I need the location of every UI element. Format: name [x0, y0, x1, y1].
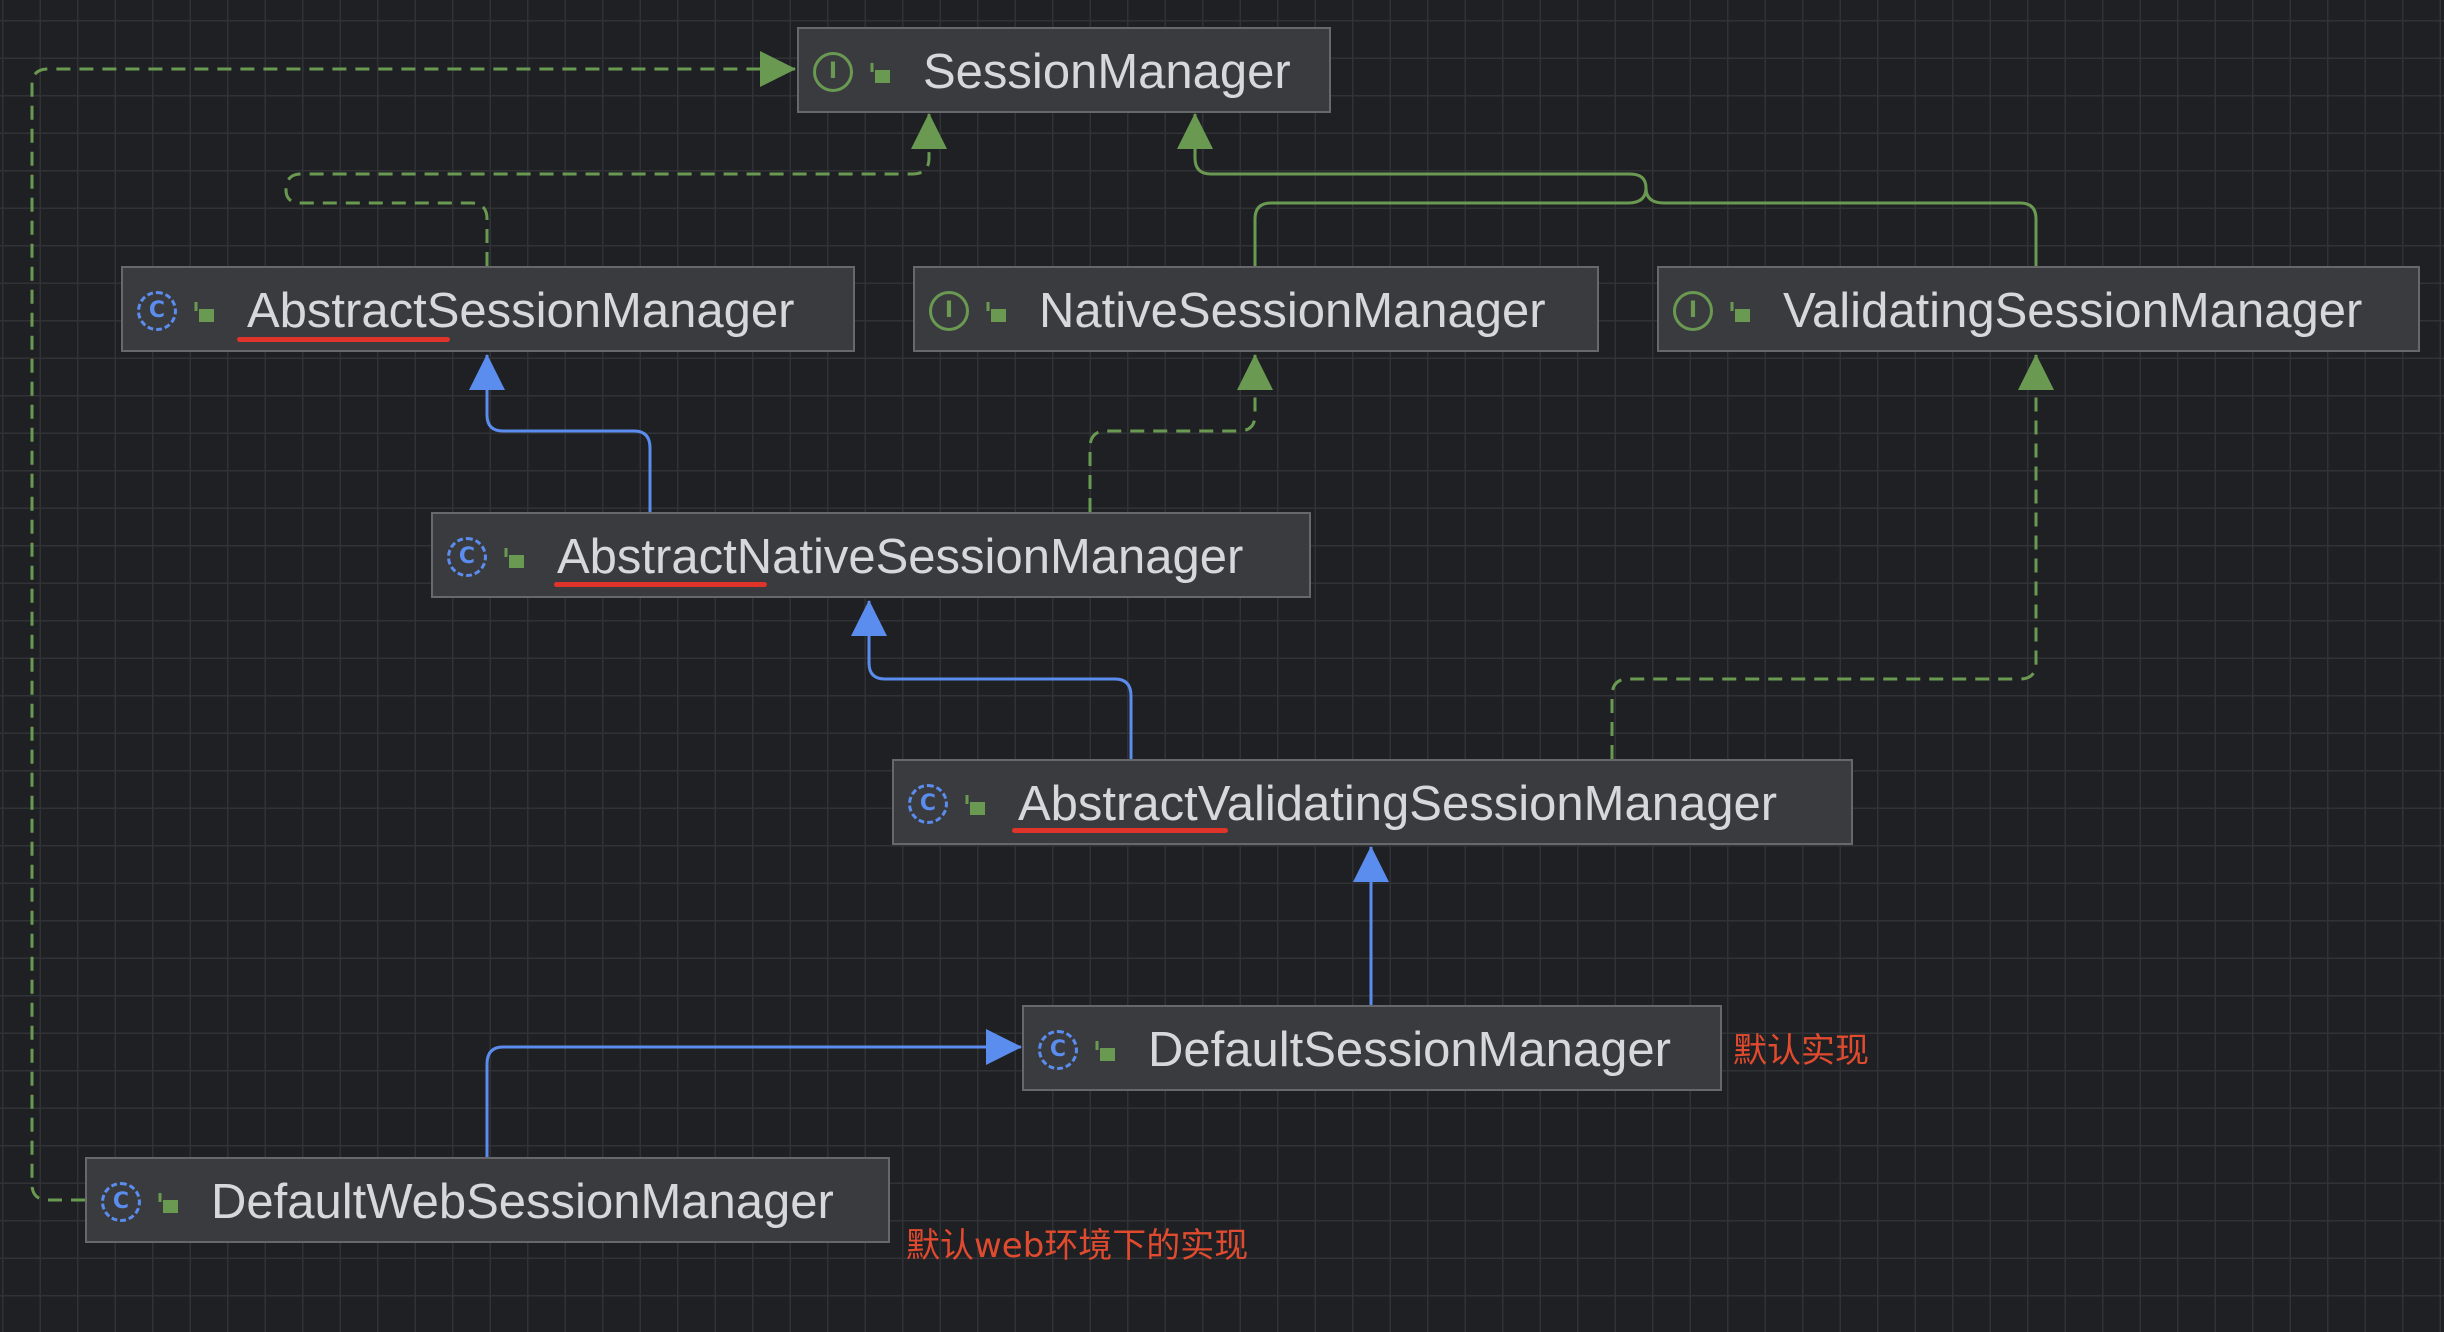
- node-name: ValidatingSessionManager: [1783, 284, 2363, 338]
- node-abstract-native-session-manager[interactable]: C AbstractNativeSessionManager: [431, 512, 1311, 598]
- node-default-web-session-manager[interactable]: C DefaultWebSessionManager: [85, 1157, 890, 1243]
- node-name: NativeSessionManager: [1039, 284, 1546, 338]
- node-abstract-session-manager[interactable]: C AbstractSessionManager: [121, 266, 855, 352]
- edge-default-web-to-default-session-manager: [485, 1029, 1022, 1157]
- node-abstract-validating-session-manager[interactable]: C AbstractValidatingSessionManager: [892, 759, 1853, 845]
- node-validating-session-manager[interactable]: I ValidatingSessionManager: [1657, 266, 2420, 352]
- public-lock-icon: [986, 302, 1006, 322]
- public-lock-icon: [1730, 302, 1750, 322]
- interface-i-icon: I: [813, 52, 853, 92]
- node-name: AbstractSessionManager: [247, 284, 795, 338]
- edge-default-web-to-session-manager: [30, 51, 796, 1202]
- node-name: AbstractValidatingSessionManager: [1018, 777, 1778, 831]
- node-name: AbstractNativeSessionManager: [557, 530, 1244, 584]
- highlight-underline: [237, 337, 450, 342]
- class-c-icon: C: [1038, 1030, 1078, 1070]
- node-name: SessionManager: [923, 45, 1291, 99]
- class-c-icon: C: [101, 1182, 141, 1222]
- edge-abstract-validating-to-validating-session-manager: [1610, 354, 2054, 759]
- edge-abstract-native-to-abstract-session-manager: [469, 354, 652, 512]
- class-c-icon: C: [137, 291, 177, 331]
- public-lock-icon: [1095, 1041, 1115, 1061]
- highlight-underline: [554, 582, 767, 587]
- node-session-manager[interactable]: I SessionManager: [797, 27, 1331, 113]
- edge-validating-session-manager-to-session-manager: [1644, 187, 2038, 266]
- public-lock-icon: [870, 63, 890, 83]
- edge-native-session-manager-to-session-manager: [1177, 113, 1648, 266]
- node-native-session-manager[interactable]: I NativeSessionManager: [913, 266, 1599, 352]
- note-default-web-impl: 默认web环境下的实现: [906, 1226, 1249, 1266]
- edge-abstract-session-manager-to-session-manager: [284, 113, 947, 266]
- node-name: DefaultSessionManager: [1148, 1023, 1671, 1077]
- interface-i-icon: I: [1673, 291, 1713, 331]
- highlight-underline: [1012, 828, 1228, 833]
- public-lock-icon: [504, 548, 524, 568]
- edge-abstract-validating-to-abstract-native: [851, 600, 1133, 759]
- public-lock-icon: [158, 1193, 178, 1213]
- public-lock-icon: [194, 302, 214, 322]
- interface-i-icon: I: [929, 291, 969, 331]
- edge-abstract-native-to-native-session-manager: [1088, 354, 1273, 512]
- class-c-icon: C: [447, 537, 487, 577]
- node-name: DefaultWebSessionManager: [211, 1175, 834, 1229]
- note-default-impl: 默认实现: [1733, 1031, 1869, 1071]
- public-lock-icon: [965, 795, 985, 815]
- class-c-icon: C: [908, 784, 948, 824]
- node-default-session-manager[interactable]: C DefaultSessionManager: [1022, 1005, 1722, 1091]
